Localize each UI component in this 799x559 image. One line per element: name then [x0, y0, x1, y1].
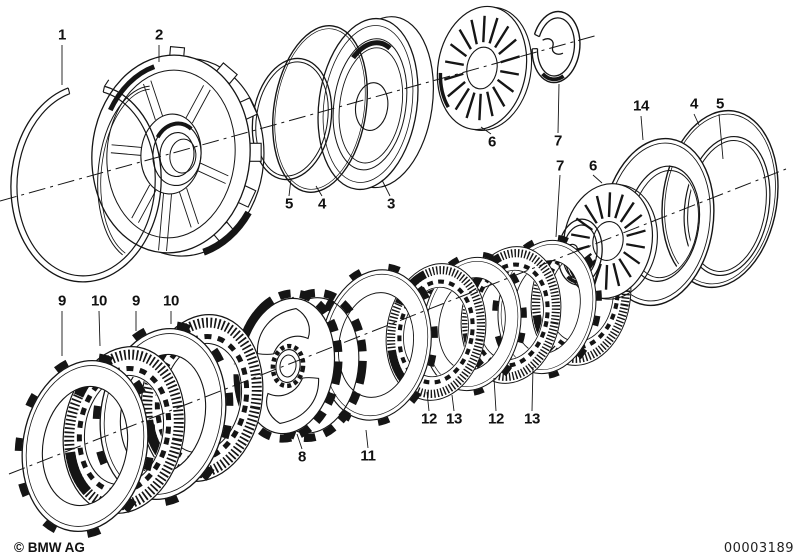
- callout-7a[interactable]: 7: [553, 132, 563, 150]
- callout-2[interactable]: 2: [154, 26, 164, 44]
- callout-13a[interactable]: 13: [445, 410, 463, 428]
- callout-12b[interactable]: 12: [487, 410, 505, 428]
- callout-7b[interactable]: 7: [555, 157, 565, 175]
- part-ring-4-rear: [661, 109, 779, 289]
- part-snap-ring-1: [10, 79, 162, 283]
- callout-3[interactable]: 3: [386, 195, 396, 213]
- callout-12a[interactable]: 12: [420, 410, 438, 428]
- callout-10a[interactable]: 10: [90, 292, 108, 310]
- callout-10b[interactable]: 10: [162, 292, 180, 310]
- callout-9a[interactable]: 9: [57, 292, 67, 310]
- callout-11[interactable]: 11: [360, 447, 376, 465]
- callout-5b[interactable]: 5: [715, 95, 725, 113]
- callout-6b[interactable]: 6: [588, 157, 598, 175]
- callout-14[interactable]: 14: [632, 97, 650, 115]
- callout-4a[interactable]: 4: [317, 195, 327, 213]
- callout-1[interactable]: 1: [57, 26, 67, 44]
- part-clutch-drum-2: [91, 46, 265, 257]
- callout-6a[interactable]: 6: [487, 133, 497, 151]
- callout-4b[interactable]: 4: [689, 95, 699, 113]
- document-number: 00003189: [723, 541, 794, 556]
- callout-8[interactable]: 8: [297, 448, 307, 466]
- part-carrier-8: [233, 288, 367, 443]
- callout-9b[interactable]: 9: [131, 292, 141, 310]
- part-piston-plate-3: [317, 16, 434, 191]
- part-ring-5-rear: [683, 135, 771, 277]
- part-spring-6-front: [426, 0, 543, 140]
- axis-line-upper: [0, 34, 599, 202]
- callout-13b[interactable]: 13: [523, 410, 541, 428]
- callout-leader-lines: [61, 45, 724, 450]
- callout-5a[interactable]: 5: [284, 195, 294, 213]
- axis-line-lower: [8, 168, 787, 475]
- copyright-notice: © BMW AG: [14, 540, 85, 555]
